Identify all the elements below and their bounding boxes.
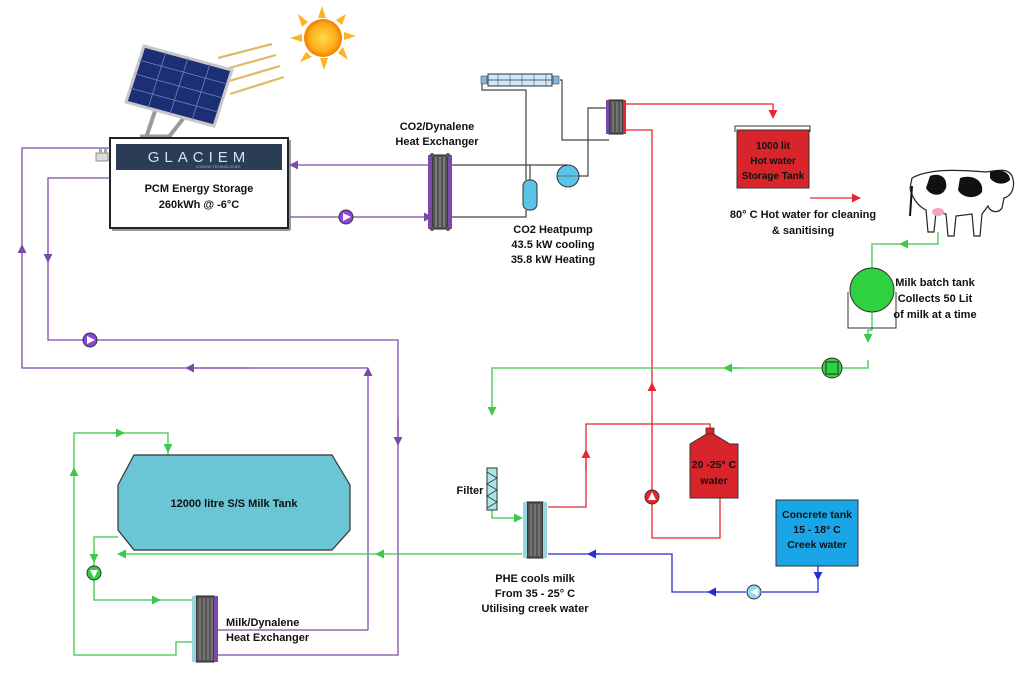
- milk-batch-tank-line2: Collects 50 Lit: [898, 293, 973, 305]
- filter-label: Filter: [457, 485, 485, 497]
- dynalene-loop-lines: [17, 147, 433, 656]
- dynalene-pump-icon: [338, 209, 354, 225]
- co2-heatpump-line1: CO2 Heatpump: [513, 224, 593, 236]
- co2-dynalene-heat-exchanger-icon: [428, 153, 452, 231]
- milk-tank: 12000 litre S/S Milk Tank: [117, 454, 351, 551]
- hot-water-use-line2: & sanitising: [772, 225, 834, 237]
- dynalene-pump2-icon: [82, 332, 98, 348]
- phe-line3: Utilising creek water: [482, 603, 590, 615]
- hot-water-pump-icon: [644, 489, 660, 505]
- milk-batch-tank-line3: of milk at a time: [893, 309, 976, 321]
- concrete-tank: Concrete tank 15 - 18° C Creek water: [775, 499, 859, 567]
- compressor-icon: [556, 164, 580, 188]
- milk-circulation-pump-icon: [86, 565, 102, 581]
- co2-dynalene-hx-line1: CO2/Dynalene: [400, 121, 475, 133]
- milk-batch-tank-icon: [847, 267, 897, 329]
- co2-heatpump-line3: 35.8 kW Heating: [511, 254, 595, 266]
- pcm-energy-storage: GLACIEM COOLING TECHNOLOGIES PCM Energy …: [109, 137, 291, 231]
- hot-water-use-line1: 80° C Hot water for cleaning: [730, 209, 876, 221]
- milk-dynalene-hx-line1: Milk/Dynalene: [226, 617, 299, 629]
- phe-heat-exchanger-icon: [523, 501, 547, 559]
- solar-panel-icon: [124, 44, 234, 140]
- creek-water-lines: [548, 549, 823, 597]
- phe-line2: From 35 - 25° C: [495, 588, 575, 600]
- co2-heatpump-line2: 43.5 kW cooling: [511, 239, 594, 251]
- pcm-storage-line2: 260kWh @ -6°C: [159, 199, 240, 211]
- milk-batch-tank-line1: Milk batch tank: [895, 277, 975, 289]
- sun-icon: [290, 6, 356, 70]
- milk-tank-label: 12000 litre S/S Milk Tank: [171, 498, 299, 510]
- pcm-storage-line1: PCM Energy Storage: [145, 183, 254, 195]
- hot-water-lines: [548, 103, 861, 539]
- creek-water-pump-icon: [746, 584, 762, 600]
- warm-water-line2: water: [699, 475, 727, 487]
- filter-icon: [486, 467, 498, 511]
- phe-line1: PHE cools milk: [495, 573, 575, 585]
- milk-dynalene-heat-exchanger-icon: [192, 595, 218, 663]
- cow-icon: [909, 169, 1015, 237]
- milk-dynalene-hx-line2: Heat Exchanger: [226, 632, 310, 644]
- sun-rays-icon: [217, 42, 285, 96]
- logo-tagline: COOLING TECHNOLOGIES: [196, 165, 242, 169]
- warm-water-tank: 20 -25° C water: [689, 427, 739, 499]
- milk-loop-lines: [69, 232, 939, 656]
- hot-tank-line2: Hot water: [750, 156, 796, 167]
- milk-pump-icon: [821, 357, 843, 379]
- concrete-tank-line2: 15 - 18° C: [793, 524, 841, 536]
- hot-tank-line1: 1000 lit: [756, 141, 791, 152]
- refrigerant-circuit-lines: [452, 79, 609, 218]
- concrete-tank-line1: Concrete tank: [782, 509, 852, 521]
- co2-dynalene-hx-line2: Heat Exchanger: [395, 136, 479, 148]
- warm-water-line1: 20 -25° C: [692, 459, 737, 471]
- logo-brand: GLACIEM: [148, 149, 251, 166]
- receiver-tank-icon: [522, 179, 538, 211]
- co2-hot-water-heat-exchanger-icon: [606, 99, 626, 135]
- hot-water-storage-tank: 1000 lit Hot water Storage Tank: [734, 125, 811, 189]
- concrete-tank-line3: Creek water: [787, 539, 847, 551]
- junction-box-icon: [95, 149, 109, 162]
- gas-cooler-icon: [480, 73, 560, 87]
- hot-tank-line3: Storage Tank: [742, 171, 805, 182]
